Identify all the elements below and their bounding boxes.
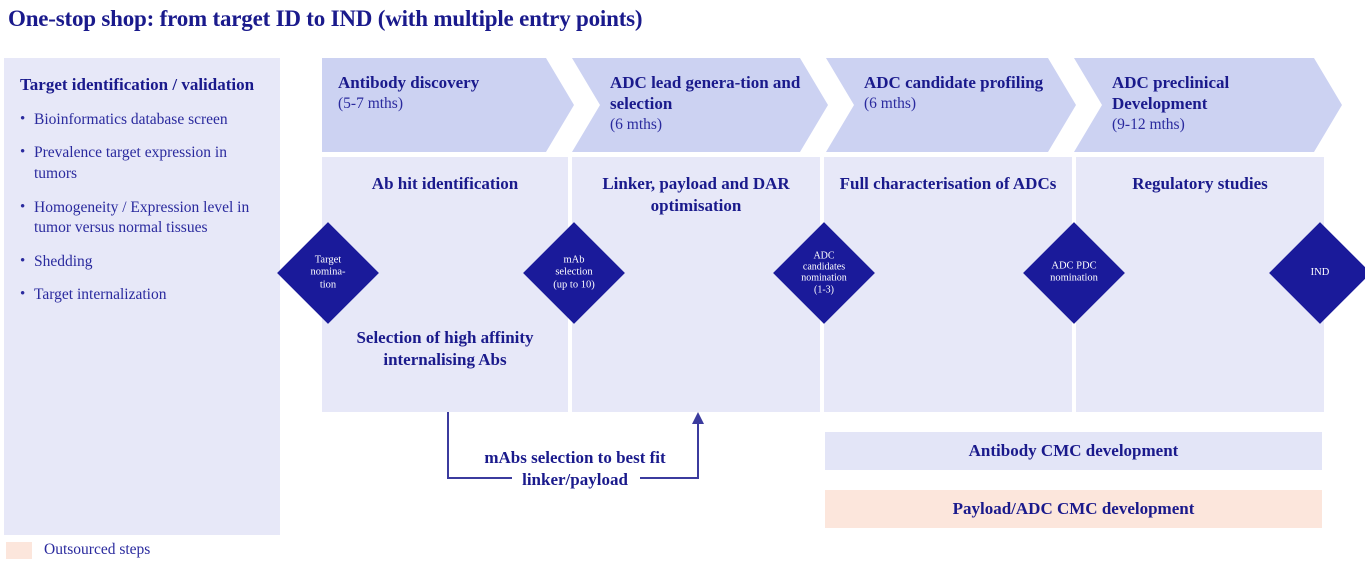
sidebar-item-prevalence: • Prevalence target expression in tumors	[20, 143, 268, 184]
sidebar-item-label: Shedding	[34, 252, 93, 270]
sidebar-item-label: Target internalization	[34, 286, 167, 304]
activity-subtitle: Selection of high affinity internalising…	[356, 328, 534, 370]
phase-chevron-adc-candidate-profiling[interactable]: ADC candidate profiling (6 mths)	[826, 58, 1076, 152]
bullet-icon: •	[20, 286, 26, 303]
milestone-adc-pdc-nomination[interactable]: ADC PDC nomination	[1023, 222, 1125, 324]
phase-chevron-antibody-discovery[interactable]: Antibody discovery (5-7 mths)	[322, 58, 574, 152]
mab-selection-connector	[440, 410, 710, 490]
sidebar-item-label: Bioinformatics database screen	[34, 110, 228, 128]
phase-duration: (6 mths)	[864, 95, 917, 113]
bullet-icon: •	[20, 144, 26, 161]
target-identification-panel: Target identification / validation • Bio…	[4, 58, 280, 535]
phase-chevron-adc-preclinical-development[interactable]: ADC preclinical Development (9-12 mths)	[1074, 58, 1342, 152]
sidebar-item-internalization: • Target internalization	[20, 285, 268, 306]
phase-name: ADC preclinical Development	[1112, 73, 1230, 114]
milestone-adc-candidates-nomination[interactable]: ADC candidates nomination (1-3)	[773, 222, 875, 324]
phase-name: Antibody discovery	[338, 73, 480, 92]
phase-name: ADC candidate profiling	[864, 73, 1044, 92]
legend: Outsourced steps	[6, 541, 150, 559]
bullet-icon: •	[20, 110, 26, 127]
activity-title: Ab hit identification	[371, 174, 519, 193]
activity-title: Regulatory studies	[1132, 174, 1268, 193]
workstream-label: Antibody CMC development	[968, 441, 1179, 460]
diamond-shape	[277, 222, 379, 324]
diamond-shape	[1023, 222, 1125, 324]
workstream-label: Payload/ADC CMC development	[952, 499, 1195, 518]
phase-header-row: Antibody discovery (5-7 mths) ADC lead g…	[322, 58, 1342, 152]
phase-duration: (5-7 mths)	[338, 95, 404, 113]
diamond-shape	[523, 222, 625, 324]
diamond-shape	[773, 222, 875, 324]
legend-label: Outsourced steps	[44, 541, 151, 558]
bullet-icon: •	[20, 252, 26, 269]
workstream-antibody-cmc[interactable]: Antibody CMC development	[825, 432, 1322, 470]
legend-swatch-outsourced	[6, 541, 32, 559]
milestone-target-nomination[interactable]: Target nomina- tion	[277, 222, 379, 324]
sidebar-item-homogeneity: • Homogeneity / Expression level in tumo…	[20, 198, 268, 239]
sidebar-title: Target identification / validation	[20, 75, 255, 94]
phase-name: ADC lead genera-tion and selection	[610, 73, 801, 114]
sidebar-item-label: Homogeneity / Expression level in tumor …	[34, 198, 250, 237]
diamond-shape	[1269, 222, 1365, 324]
connector-arrow-icon	[447, 412, 704, 479]
phase-column-adc-candidate-profiling: Full characterisation of ADCs	[824, 157, 1072, 412]
sidebar-item-bioinformatics: • Bioinformatics database screen	[20, 110, 268, 131]
activity-title: Linker, payload and DAR optimisation	[602, 174, 790, 216]
workstream-payload-adc-cmc[interactable]: Payload/ADC CMC development	[825, 490, 1322, 528]
phase-chevron-adc-lead-generation[interactable]: ADC lead genera-tion and selection (6 mt…	[572, 58, 828, 152]
activity-title: Full characterisation of ADCs	[839, 174, 1057, 193]
sidebar-item-shedding: • Shedding	[20, 252, 268, 273]
connector-note: mAbs selection to best fit linker/payloa…	[484, 448, 666, 489]
milestone-ind[interactable]: IND	[1269, 222, 1365, 324]
page-title: One-stop shop: from target ID to IND (wi…	[8, 6, 643, 31]
phase-duration: (9-12 mths)	[1112, 116, 1185, 134]
milestone-mab-selection[interactable]: mAb selection (up to 10)	[523, 222, 625, 324]
sidebar-item-label: Prevalence target expression in tumors	[34, 144, 227, 182]
bullet-icon: •	[20, 198, 26, 215]
phase-duration: (6 mths)	[610, 116, 663, 134]
